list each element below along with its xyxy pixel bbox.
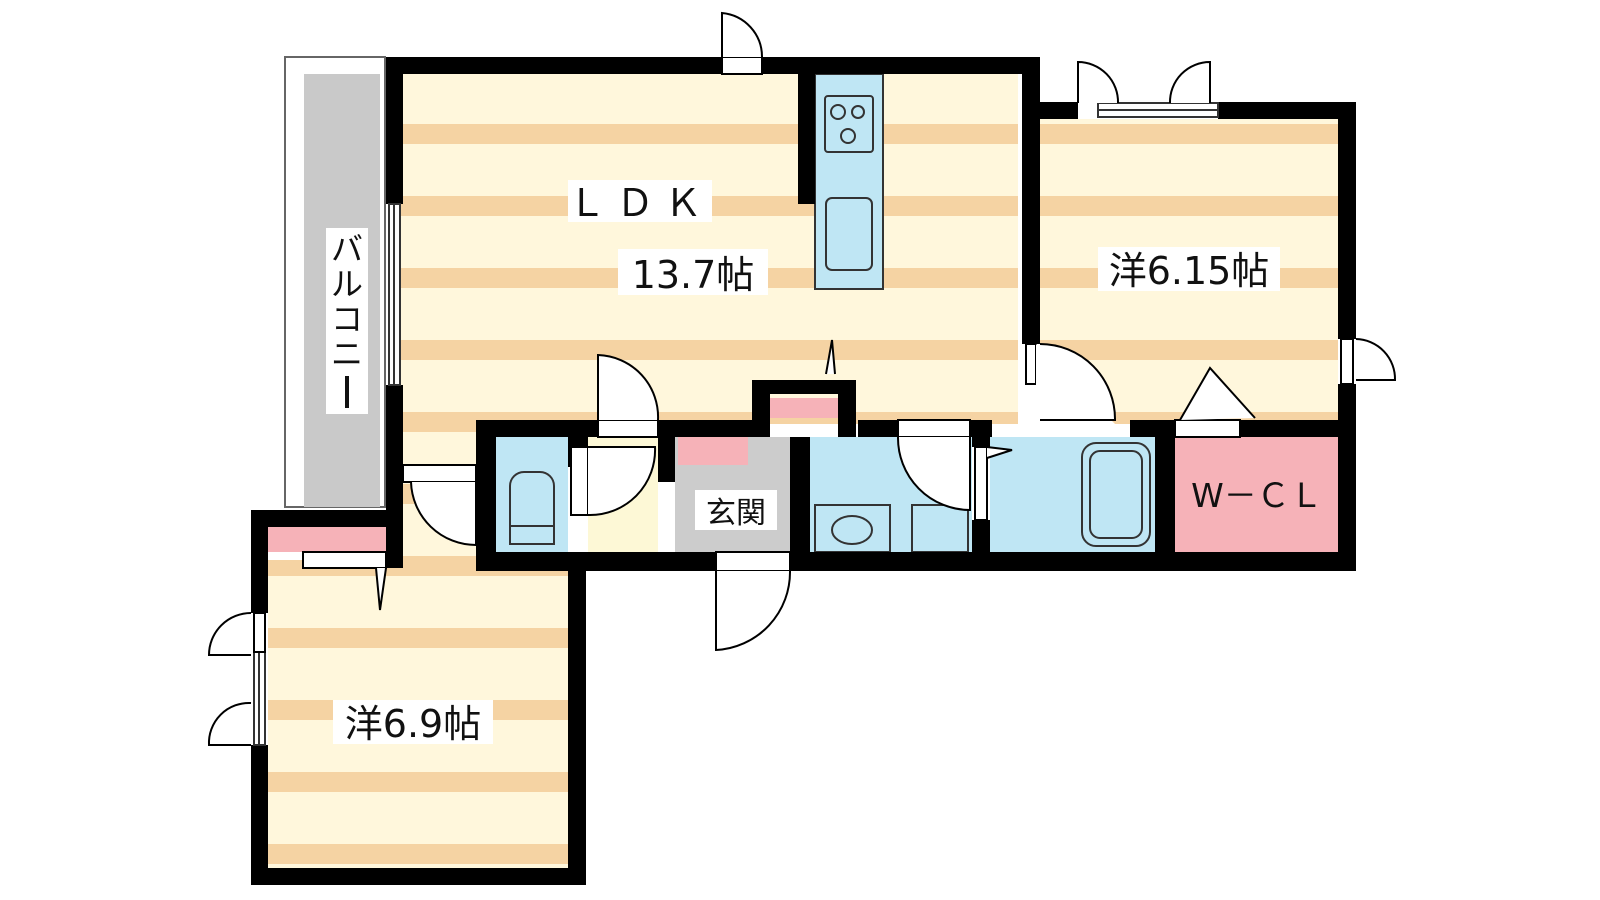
entrance-hall-door: [597, 353, 660, 438]
western-1-door: [1025, 343, 1117, 424]
western-2-window-bottom: [207, 701, 252, 746]
walk-in-closet-floor: [1175, 437, 1340, 552]
doors: [207, 11, 1397, 746]
toilet-door: [570, 446, 657, 517]
ldk-name: ＬＤＫ: [568, 181, 712, 225]
western-2-closet: [268, 527, 386, 552]
bathtub-icon: [1081, 442, 1151, 547]
walls: [251, 57, 1356, 885]
balcony-char-long-mark: [345, 376, 349, 408]
entrance-text: 玄関: [706, 496, 766, 531]
ldk-label: ＬＤＫ 13.7帖: [568, 180, 768, 297]
western-2-window-top: [207, 612, 266, 656]
balcony-char: ル: [331, 265, 363, 303]
western-2-text: 洋6.9帖: [345, 702, 481, 746]
kitchen-counter: [814, 73, 884, 290]
entrance-label: 玄関: [695, 490, 777, 531]
western-1-label: 洋6.15帖: [1098, 247, 1280, 293]
storage-door: [825, 339, 836, 375]
ldk-area: 13.7帖: [632, 253, 755, 297]
ldk-hall-door: [402, 464, 477, 547]
western-1-top-window-right: [1168, 60, 1211, 104]
western-1-top-window-left: [1077, 60, 1120, 104]
western-1-side-window: [1340, 338, 1397, 385]
stove-icon: [824, 95, 874, 153]
front-door: [715, 551, 792, 652]
ldk-storage: [770, 398, 838, 418]
bathroom-door: [974, 446, 1013, 521]
sink-icon: [825, 197, 873, 271]
bathroom: [990, 437, 1155, 552]
western-2-door: [302, 551, 387, 611]
western-2-label: 洋6.9帖: [333, 700, 493, 746]
ldk-top-door: [721, 11, 764, 75]
balcony-char: ニ: [331, 335, 363, 373]
windows: [253, 102, 1219, 746]
washroom-door: [896, 419, 971, 512]
shoe-closet: [678, 437, 748, 465]
wcl-door: [1174, 366, 1256, 438]
western-1-text: 洋6.15帖: [1109, 249, 1270, 293]
wcl-text: W－ＣＬ: [1191, 476, 1323, 515]
toilet-room: [496, 437, 568, 552]
balcony-char: バ: [331, 230, 363, 268]
balcony-label: バ ル コ ニ: [326, 228, 368, 414]
balcony-char: コ: [331, 300, 363, 338]
washing-machine-space: [911, 504, 969, 553]
balcony: [284, 56, 386, 508]
